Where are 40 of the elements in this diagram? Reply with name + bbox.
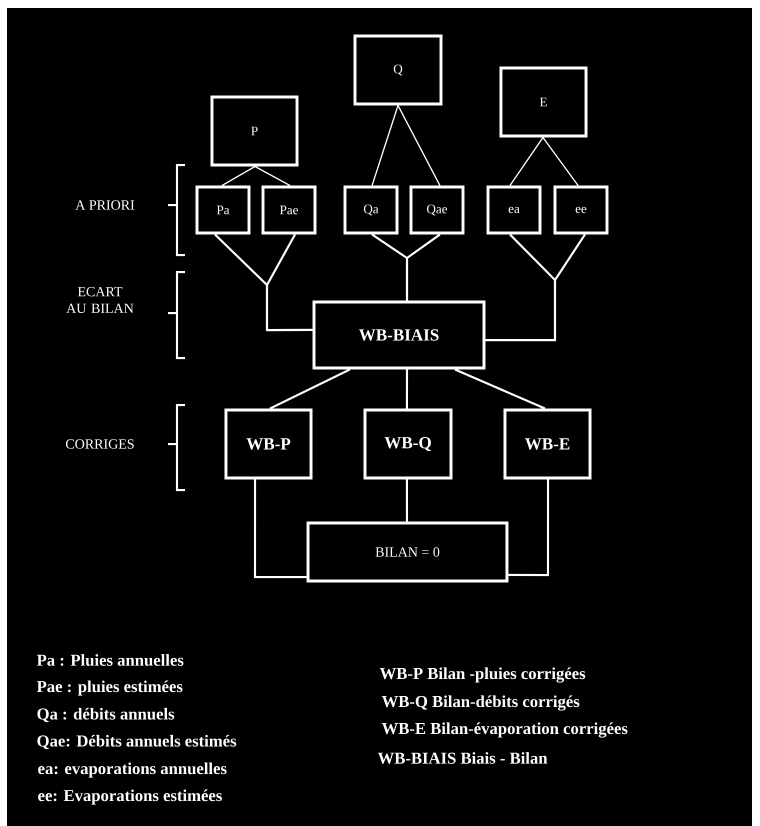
box: E bbox=[500, 66, 588, 138]
box: WB-P bbox=[224, 408, 312, 480]
connector-line bbox=[254, 479, 307, 578]
box: Pa bbox=[196, 186, 250, 234]
legend-text: WB-BIAIS Biais - Bilan bbox=[378, 752, 548, 764]
connector-line bbox=[371, 105, 399, 186]
connector-line bbox=[266, 234, 313, 332]
connector-line bbox=[397, 105, 441, 186]
legend-text: Pae : pluies estimées bbox=[36, 680, 182, 696]
bracket-label: ECART AU BILAN bbox=[66, 286, 134, 314]
legend-text: ee: Evaporations estimées bbox=[38, 789, 222, 805]
box: WB-E bbox=[504, 408, 592, 480]
box: Pae bbox=[262, 186, 316, 234]
bracket-label: A PRIORI bbox=[75, 200, 134, 210]
box: ee bbox=[554, 186, 608, 234]
legend-text: ea: evaporations annuelles bbox=[38, 762, 227, 778]
box: Q bbox=[354, 34, 442, 106]
box: Qae bbox=[410, 186, 464, 234]
connector-line bbox=[270, 368, 350, 410]
connector-line bbox=[485, 234, 586, 342]
legend-text: WB-Q Bilan-débits corrigés bbox=[382, 695, 580, 711]
legend-text: Qae: Débits annuels estimés bbox=[37, 734, 236, 750]
box: Qa bbox=[344, 186, 398, 234]
legend-text: Pa : Pluies annuelles bbox=[36, 654, 184, 666]
connector-line bbox=[406, 369, 408, 409]
legend-text: Qa : débits annuels bbox=[37, 708, 174, 722]
connector-line bbox=[406, 479, 408, 522]
box: P bbox=[210, 96, 298, 166]
connector-line bbox=[406, 234, 441, 301]
connector-line bbox=[509, 137, 544, 186]
connector-line bbox=[508, 479, 550, 576]
box: WB-Q bbox=[364, 408, 452, 480]
legend-text: WB-P Bilan -pluies corrigées bbox=[380, 667, 586, 683]
box: WB-BIAIS bbox=[312, 300, 486, 370]
box: BILAN = 0 bbox=[306, 522, 508, 582]
legend-text: WB-E Bilan-évaporation corrigées bbox=[382, 722, 628, 738]
box: ea bbox=[486, 186, 542, 234]
connector-line bbox=[542, 137, 579, 186]
connector-line bbox=[454, 368, 546, 410]
bracket-label: CORRIGES bbox=[66, 439, 134, 449]
